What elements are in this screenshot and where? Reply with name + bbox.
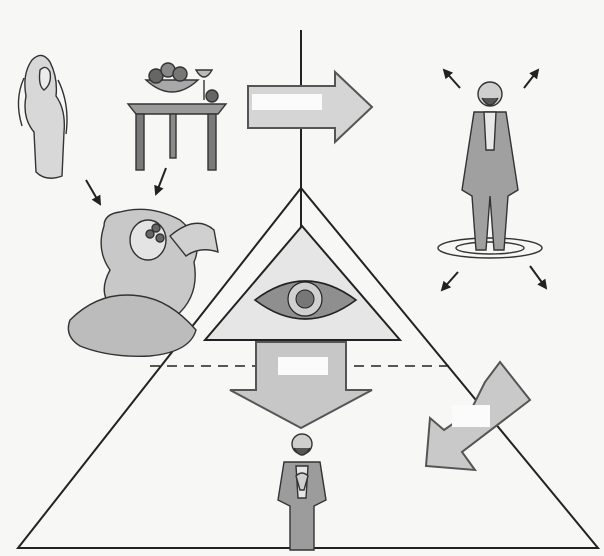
praying-man-figure [278, 434, 326, 550]
fruit-table-figure [128, 63, 226, 170]
table-arrow [156, 168, 166, 194]
bewigged-man-figure [68, 209, 218, 356]
woman-figure [18, 55, 67, 178]
right-arrow-label-box [452, 405, 490, 427]
spin-arrow-bottom-right [530, 266, 546, 288]
down-arrow [230, 342, 372, 428]
spin-arrow-bottom-left [442, 272, 458, 290]
top-arrow [248, 72, 372, 142]
spin-arrow-top-right [524, 70, 538, 88]
right-arrow [426, 362, 530, 470]
spin-arrow-top-left [444, 70, 460, 88]
down-arrow-label-box [278, 357, 328, 375]
frock-coat-man-figure [438, 82, 542, 258]
woman-arrow [86, 180, 100, 204]
top-arrow-label-box [252, 94, 322, 110]
